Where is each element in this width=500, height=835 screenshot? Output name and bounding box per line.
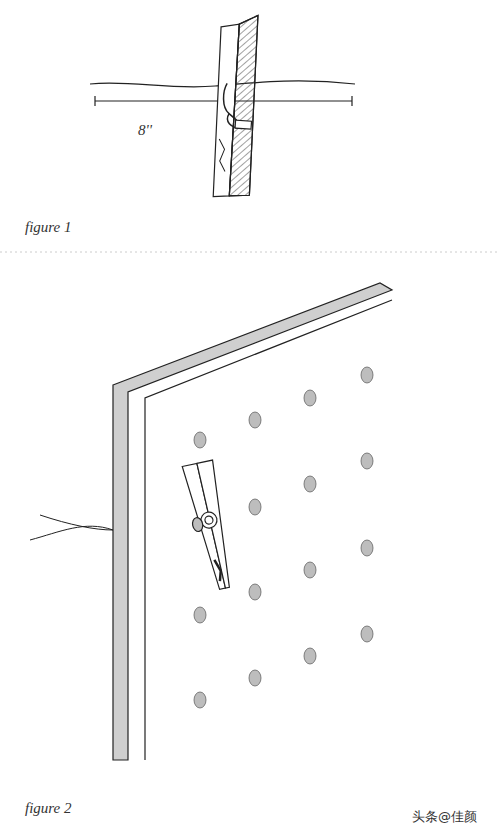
peg-hole [361, 367, 373, 383]
peg-hole [361, 453, 373, 469]
pegboard-holes [194, 367, 373, 708]
dimension-label: 8'' [138, 122, 152, 139]
peg-hole [249, 499, 261, 515]
peg-hole [361, 626, 373, 642]
board-edge [113, 283, 392, 760]
hanging-string [30, 515, 113, 540]
figure-two [30, 283, 392, 760]
board-face-edge [145, 300, 392, 760]
figure-one [90, 13, 355, 199]
peg-hole [249, 412, 261, 428]
peg-hole [304, 648, 316, 664]
clothespin [209, 13, 262, 199]
figure-caption: figure 1 [25, 219, 72, 236]
peg-hole [304, 562, 316, 578]
peg-hole [249, 584, 261, 600]
peg-hole [361, 540, 373, 556]
peg-hole [304, 476, 316, 492]
peg-hole [194, 607, 206, 623]
watermark: 头条@佳颜 [412, 808, 477, 826]
peg-hole [194, 432, 206, 448]
peg-hole [304, 390, 316, 406]
clothespin [180, 460, 239, 592]
separator [0, 252, 500, 253]
peg-hole [194, 692, 206, 708]
figure-caption: figure 2 [25, 800, 72, 817]
peg-hole [249, 670, 261, 686]
